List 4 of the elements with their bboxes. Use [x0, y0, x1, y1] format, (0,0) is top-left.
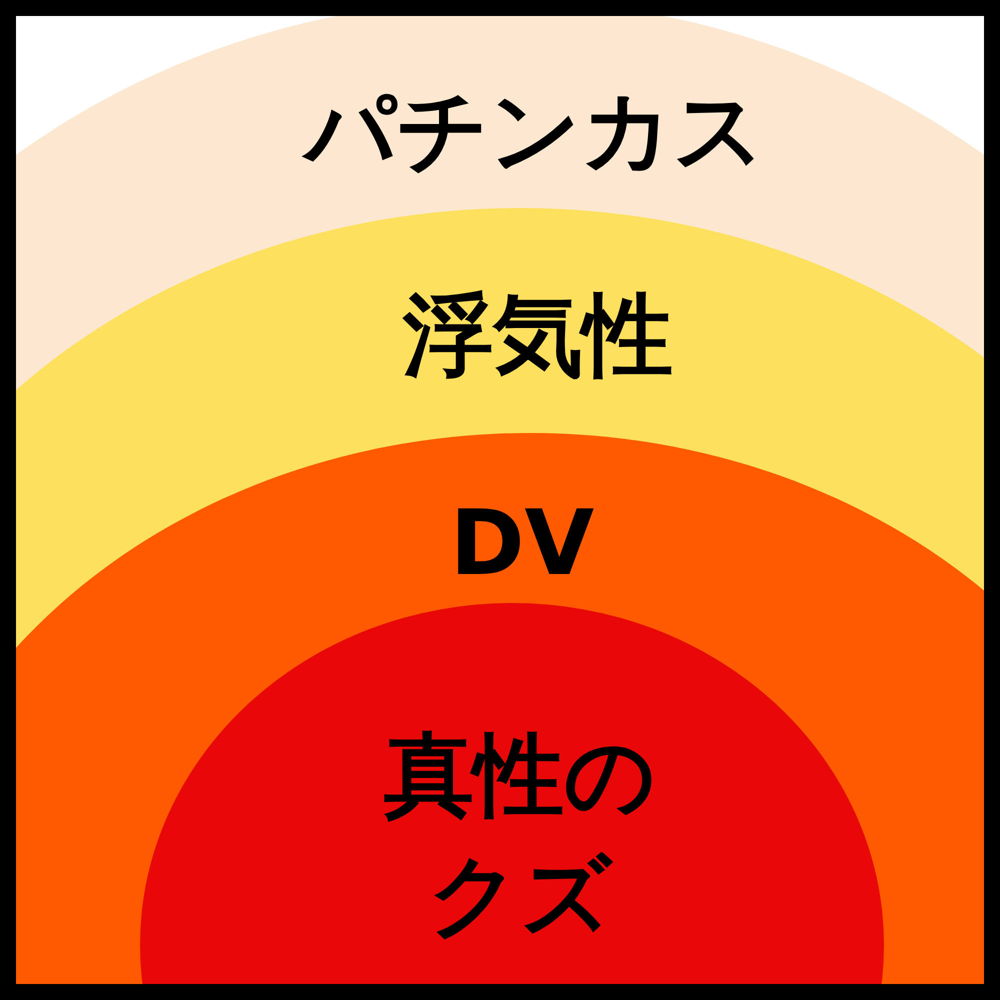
- layer-label: パチンカス: [255, 71, 815, 191]
- layer-label: 浮気性: [402, 282, 674, 390]
- layer-label: 真性のクズ: [383, 722, 657, 950]
- layer-label: DV: [448, 490, 596, 598]
